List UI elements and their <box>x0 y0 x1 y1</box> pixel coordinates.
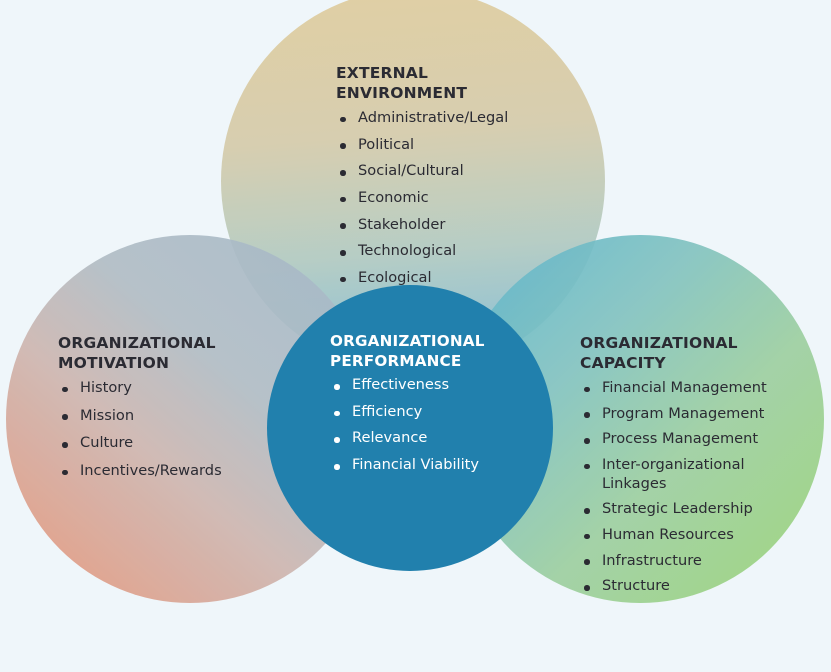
bullet-icon <box>584 585 590 591</box>
bullet-icon <box>340 116 346 123</box>
group-organizational-performance: ORGANIZATIONAL PERFORMANCE Effectiveness… <box>330 331 545 483</box>
list-item: Inter-organizational Linkages <box>580 456 810 493</box>
bullet-icon <box>334 384 340 390</box>
list-item: Efficiency <box>330 403 545 422</box>
external-environment-list: Administrative/Legal Political Social/Cu… <box>336 109 586 288</box>
list-item: Structure <box>580 577 810 596</box>
group-organizational-capacity: ORGANIZATIONAL CAPACITY Financial Manage… <box>580 333 810 603</box>
list-item-label: Effectiveness <box>352 376 450 394</box>
list-item-label: Stakeholder <box>358 215 446 233</box>
bullet-icon <box>584 559 590 565</box>
list-item-label: History <box>80 378 132 396</box>
list-item: Stakeholder <box>336 216 586 235</box>
list-item: Mission <box>58 407 288 426</box>
circle-organizational-capacity <box>456 235 824 603</box>
list-item-label: Mission <box>80 406 135 424</box>
list-item: Infrastructure <box>580 552 810 571</box>
list-item: Relevance <box>330 429 545 448</box>
organizational-performance-title: ORGANIZATIONAL PERFORMANCE <box>330 332 485 371</box>
list-item: Financial Viability <box>330 456 545 475</box>
bullet-icon <box>62 414 68 420</box>
circle-organizational-performance <box>267 285 553 571</box>
bullet-icon <box>340 276 346 283</box>
list-item-label: Social/Cultural <box>358 162 464 180</box>
bullet-icon <box>334 437 340 443</box>
list-item: Process Management <box>580 430 810 449</box>
list-item-label: Culture <box>80 434 134 452</box>
list-item-label: Inter-organizational Linkages <box>602 455 745 492</box>
list-item: Effectiveness <box>330 376 545 395</box>
list-item-label: Human Resources <box>602 525 734 543</box>
list-item-label: Administrative/Legal <box>358 108 509 126</box>
bullet-icon <box>584 412 590 418</box>
bullet-icon <box>584 386 590 393</box>
list-item: Economic <box>336 189 586 208</box>
list-item-label: Financial Management <box>602 378 767 396</box>
bullet-icon <box>334 410 340 417</box>
list-item: Financial Management <box>580 379 810 398</box>
list-item-label: Economic <box>358 188 429 206</box>
list-item-label: Infrastructure <box>602 551 702 569</box>
list-item: Ecological <box>336 269 586 288</box>
organizational-capacity-list: Financial Management Program Management … <box>580 379 810 596</box>
bullet-icon <box>62 442 68 448</box>
list-item: Social/Cultural <box>336 162 586 181</box>
list-item: Administrative/Legal <box>336 109 586 128</box>
list-item: Program Management <box>580 405 810 424</box>
list-item: Technological <box>336 242 586 261</box>
list-item: Incentives/Rewards <box>58 462 288 481</box>
organizational-capacity-title: ORGANIZATIONAL CAPACITY <box>580 334 738 373</box>
bullet-icon <box>340 170 346 176</box>
list-item-label: Incentives/Rewards <box>80 461 222 479</box>
list-item-label: Relevance <box>352 429 428 447</box>
list-item-label: Strategic Leadership <box>602 500 753 518</box>
list-item: Culture <box>58 434 288 453</box>
list-item: Strategic Leadership <box>580 500 810 519</box>
list-item-label: Political <box>358 135 415 153</box>
circle-organizational-motivation <box>6 235 374 603</box>
external-environment-title: EXTERNAL ENVIRONMENT <box>336 64 468 103</box>
list-item-label: Process Management <box>602 430 759 448</box>
list-item-label: Technological <box>358 242 457 260</box>
group-external-environment: EXTERNAL ENVIRONMENT Administrative/Lega… <box>336 63 586 296</box>
organizational-performance-list: Effectiveness Efficiency Relevance Finan… <box>330 376 545 475</box>
bullet-icon <box>340 143 346 149</box>
bullet-icon <box>62 386 68 393</box>
bullet-icon <box>340 223 346 229</box>
list-item-label: Ecological <box>358 268 432 286</box>
list-item: Human Resources <box>580 526 810 545</box>
list-item-label: Structure <box>602 577 670 595</box>
list-item-label: Efficiency <box>352 402 423 420</box>
circle-external-environment <box>221 0 605 373</box>
bullet-icon <box>584 463 590 470</box>
bullet-icon <box>62 469 68 476</box>
bullet-icon <box>584 533 590 540</box>
bullet-icon <box>340 250 346 256</box>
list-item-label: Financial Viability <box>352 456 479 474</box>
list-item: History <box>58 379 288 398</box>
bullet-icon <box>584 438 590 444</box>
organizational-motivation-title: ORGANIZATIONAL MOTIVATION <box>58 334 216 373</box>
organizational-motivation-list: History Mission Culture Incentives/Rewar… <box>58 379 288 481</box>
bullet-icon <box>340 196 346 203</box>
group-organizational-motivation: ORGANIZATIONAL MOTIVATION History Missio… <box>58 333 288 490</box>
list-item: Political <box>336 136 586 155</box>
list-item-label: Program Management <box>602 404 765 422</box>
bullet-icon <box>584 508 590 514</box>
bullet-icon <box>334 464 340 470</box>
